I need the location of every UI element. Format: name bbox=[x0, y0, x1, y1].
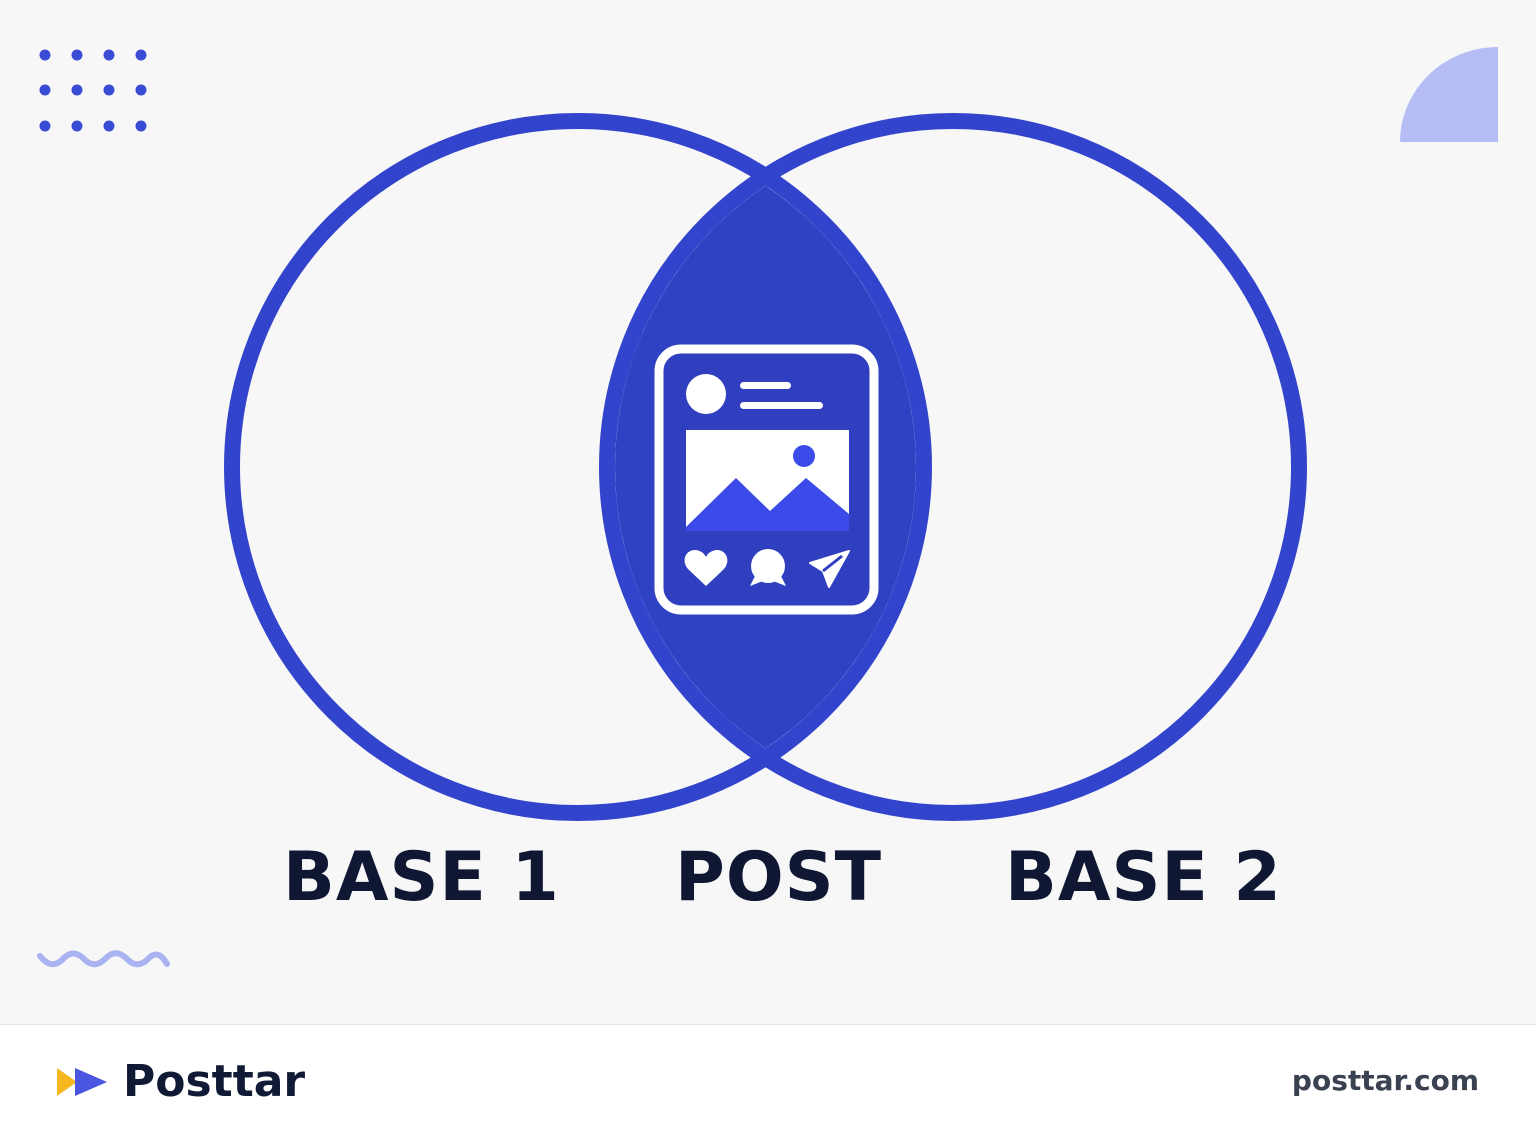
site-url-link[interactable]: posttar.com bbox=[1291, 1064, 1479, 1097]
diagram-canvas: BASE 1 POST BASE 2 bbox=[37, 47, 1498, 968]
venn-circle-base-1 bbox=[224, 113, 932, 821]
posttar-logo-icon bbox=[57, 1068, 107, 1096]
brand[interactable]: Posttar bbox=[55, 1055, 305, 1109]
dot-grid-decoration bbox=[39, 49, 147, 132]
heart-icon bbox=[684, 549, 728, 586]
label-base-2: BASE 2 bbox=[1005, 838, 1282, 917]
squiggle-decoration bbox=[37, 950, 170, 968]
social-post-card-icon bbox=[654, 344, 879, 615]
venn-circle-base-2 bbox=[599, 113, 1307, 821]
avatar-icon bbox=[686, 374, 726, 414]
quarter-circle-decoration bbox=[1400, 47, 1498, 142]
brand-name: Posttar bbox=[123, 1056, 306, 1107]
venn-diagram bbox=[37, 47, 1498, 968]
label-base-1: BASE 1 bbox=[283, 838, 560, 917]
venn-intersection bbox=[615, 129, 916, 805]
footer-bar: Posttar posttar.com bbox=[0, 1024, 1536, 1137]
speech-bubble-icon bbox=[750, 549, 786, 586]
label-post: POST bbox=[675, 838, 883, 917]
landscape-image-icon bbox=[686, 430, 849, 531]
